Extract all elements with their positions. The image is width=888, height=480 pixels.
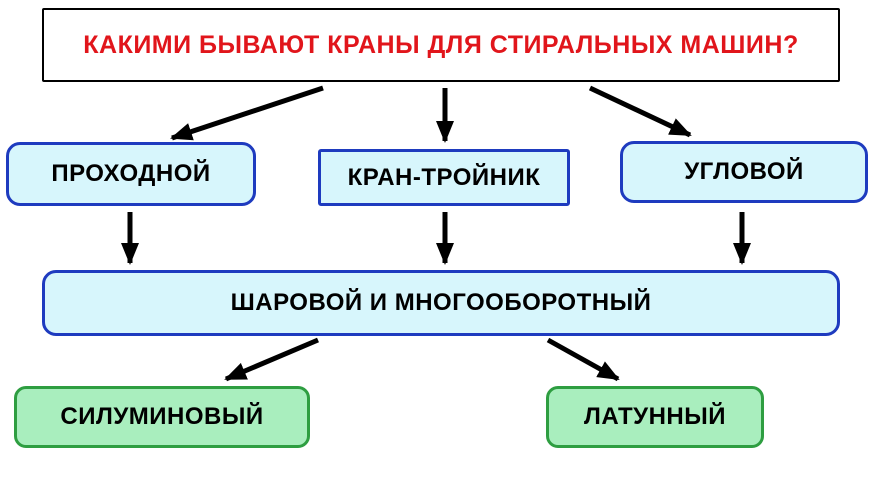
- arrow-title-to-uglovoy: [588, 85, 692, 138]
- node-sharovoy-mnogooborotny: ШАРОВОЙ И МНОГООБОРОТНЫЙ: [42, 270, 840, 336]
- title-box: КАКИМИ БЫВАЮТ КРАНЫ ДЛЯ СТИРАЛЬНЫХ МАШИН…: [42, 8, 840, 82]
- arrow-sharovoy-to-siluminovy: [224, 337, 319, 382]
- node-siluminovy-label: СИЛУМИНОВЫЙ: [60, 403, 264, 430]
- node-kran-troynik-label: КРАН-ТРОЙНИК: [347, 163, 541, 191]
- title-text: КАКИМИ БЫВАЮТ КРАНЫ ДЛЯ СТИРАЛЬНЫХ МАШИН…: [83, 30, 799, 59]
- node-latunny-label: ЛАТУННЫЙ: [584, 403, 726, 430]
- node-uglovoy-label: УГЛОВОЙ: [684, 158, 804, 185]
- node-prohodnoy-label: ПРОХОДНОЙ: [51, 160, 211, 187]
- node-latunny: ЛАТУННЫЙ: [546, 386, 764, 448]
- node-siluminovy: СИЛУМИНОВЫЙ: [14, 386, 310, 448]
- node-sharovoy-mnogooborotny-label: ШАРОВОЙ И МНОГООБОРОТНЫЙ: [230, 289, 652, 316]
- node-prohodnoy: ПРОХОДНОЙ: [6, 142, 256, 206]
- node-uglovoy: УГЛОВОЙ: [620, 141, 868, 203]
- node-kran-troynik: КРАН-ТРОЙНИК: [318, 149, 570, 206]
- arrow-sharovoy-to-latunny: [546, 337, 620, 382]
- arrow-title-to-prohodnoy: [170, 85, 324, 141]
